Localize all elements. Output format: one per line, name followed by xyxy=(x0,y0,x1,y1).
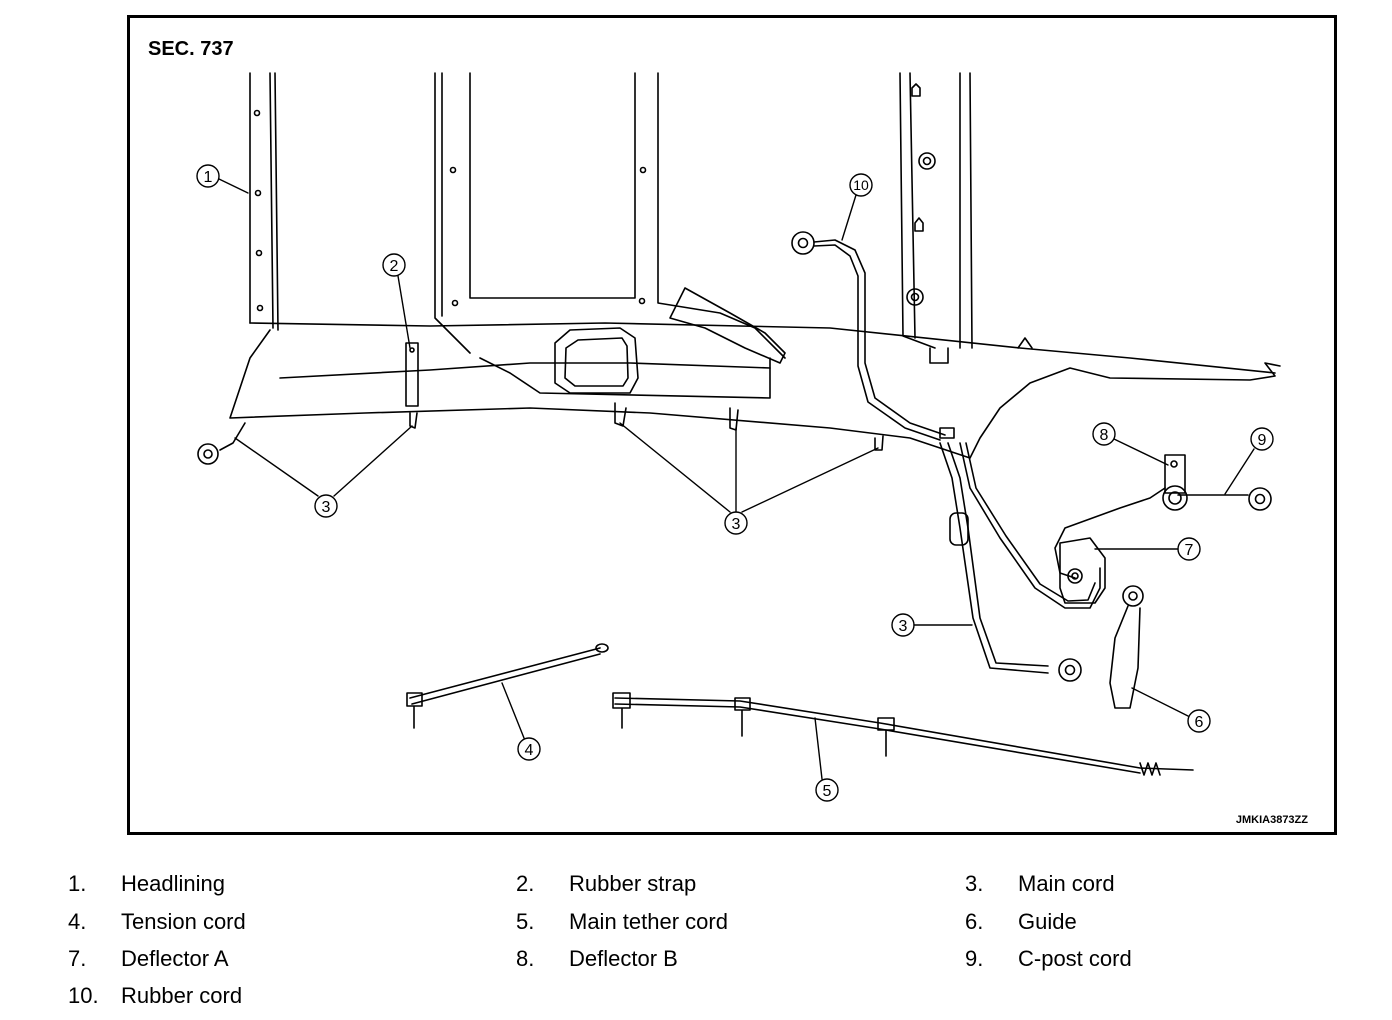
legend-number: 1. xyxy=(68,871,87,896)
parts-legend: 1. Headlining 2. Rubber strap 3. Main co… xyxy=(0,868,1392,1018)
legend-name: Rubber cord xyxy=(121,983,243,1008)
legend-name: Deflector B xyxy=(569,946,678,971)
main-cord-left-end xyxy=(197,422,246,465)
callout-5: 5 xyxy=(823,783,832,800)
callout-3a: 3 xyxy=(322,499,331,516)
callout-6: 6 xyxy=(1195,714,1204,731)
legend-name: Rubber strap xyxy=(569,871,697,896)
callout-1: 1 xyxy=(204,169,213,186)
callout-3c: 3 xyxy=(899,618,908,635)
headlining-trim xyxy=(229,322,1281,459)
guide xyxy=(1109,585,1144,709)
diagram-frame: 1 2 3 3 3 4 5 6 7 8 9 10 SEC. 737 JMKIA3… xyxy=(127,15,1337,835)
section-label: SEC. 737 xyxy=(148,38,234,60)
legend-number: 7. xyxy=(68,946,87,971)
legend-name: Tension cord xyxy=(121,909,246,934)
callout-8: 8 xyxy=(1100,427,1109,444)
callout-numbers: 1 2 3 3 3 4 5 6 7 8 9 10 xyxy=(204,169,1267,800)
callout-10: 10 xyxy=(853,177,869,193)
tension-cord xyxy=(406,643,609,729)
legend-number: 8. xyxy=(516,946,535,971)
legend-number: 4. xyxy=(68,909,87,934)
rubber-strap xyxy=(405,342,419,407)
diagram-drawing: 1 2 3 3 3 4 5 6 7 8 9 10 xyxy=(196,72,1281,802)
legend-name: Guide xyxy=(1018,909,1077,934)
headlining-left-pillar xyxy=(249,72,279,331)
callout-7: 7 xyxy=(1185,542,1194,559)
legend-name: Main cord xyxy=(1018,871,1115,896)
c-pillar xyxy=(899,72,973,364)
center-pillar-frame xyxy=(434,72,786,364)
legend-number: 10. xyxy=(68,983,99,1008)
legend-name: Deflector A xyxy=(121,946,229,971)
legend-number: 2. xyxy=(516,871,535,896)
callout-9: 9 xyxy=(1258,432,1267,449)
legend-number: 9. xyxy=(965,946,984,971)
figure-code: JMKIA3873ZZ xyxy=(1235,814,1308,826)
c-post-cord xyxy=(959,442,1272,609)
main-cord-right xyxy=(939,442,1082,682)
callout-2: 2 xyxy=(390,258,399,275)
clips xyxy=(409,402,884,451)
main-tether-cord xyxy=(612,692,1194,776)
legend-number: 6. xyxy=(965,909,984,934)
legend-number: 3. xyxy=(965,871,984,896)
callouts xyxy=(196,164,1274,802)
rubber-cord xyxy=(791,231,955,441)
legend-name: C-post cord xyxy=(1018,946,1132,971)
legend-name: Headlining xyxy=(121,871,225,896)
legend-name: Main tether cord xyxy=(569,909,728,934)
callout-3b: 3 xyxy=(732,516,741,533)
callout-4: 4 xyxy=(525,742,534,759)
legend-number: 5. xyxy=(516,909,535,934)
